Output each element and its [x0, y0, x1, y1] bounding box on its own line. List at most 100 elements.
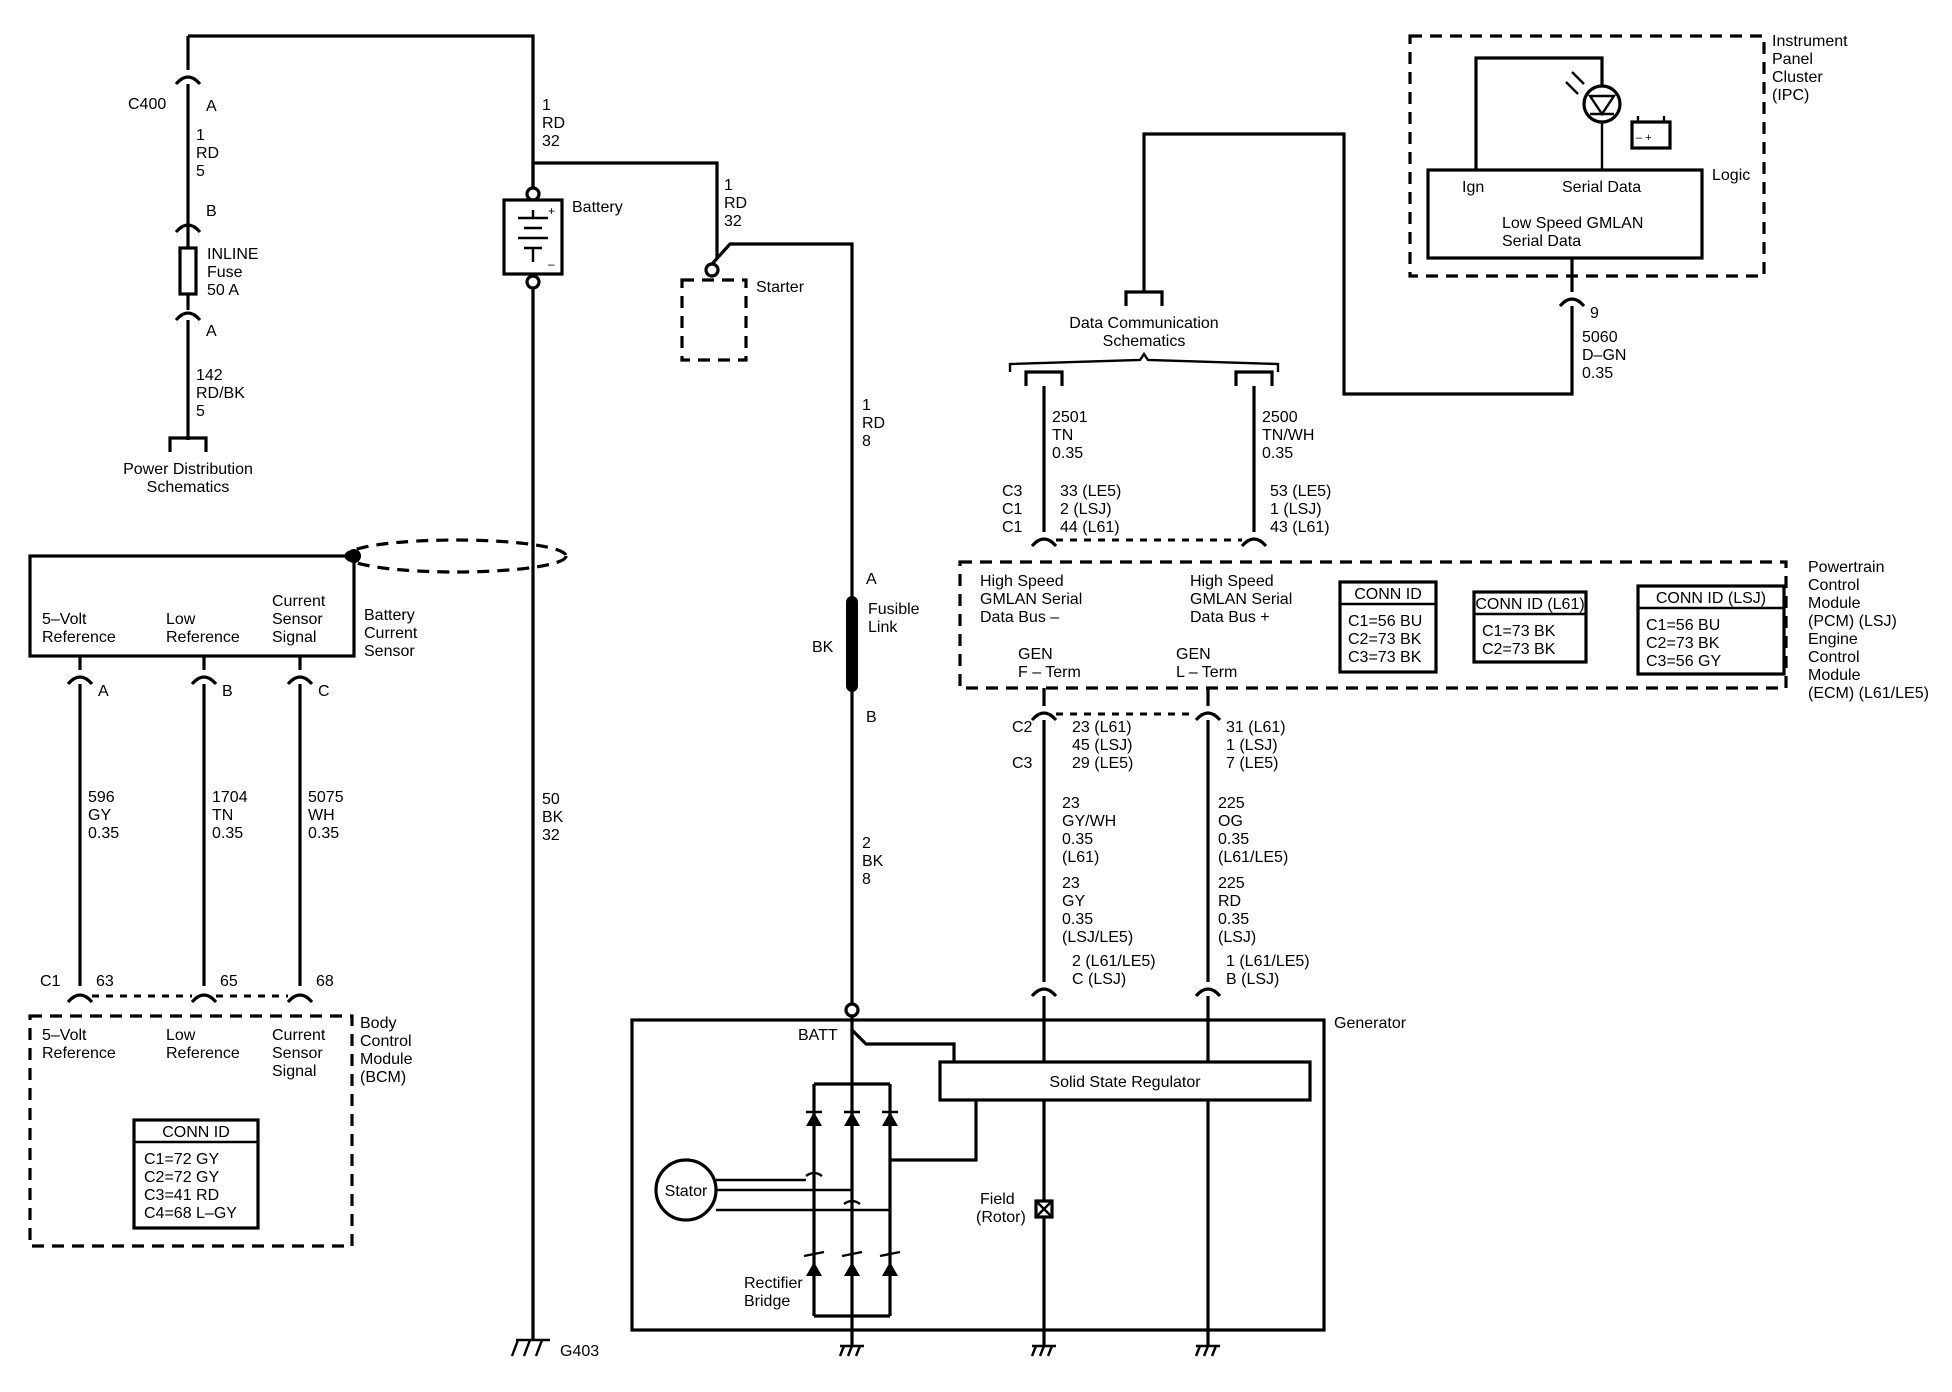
body-control-module: Body Control Module (BCM) 5–Volt Referen… — [28, 1014, 413, 1248]
bus-minus-label: GMLAN Serial — [980, 591, 1082, 608]
pin-label: 29 (LE5) — [1072, 755, 1133, 772]
wire-label: 2 — [862, 835, 871, 852]
fuse-label: INLINE — [207, 246, 259, 263]
bcm-pin-label: 63 — [96, 973, 114, 990]
sensor-pin-label: 5–Volt — [42, 611, 87, 628]
connector-label: C3 — [1002, 483, 1023, 500]
wire-label: RD — [196, 145, 219, 162]
sensor-pin-label: Reference — [42, 629, 116, 646]
wire-label: 0.35 — [1218, 831, 1249, 848]
wire-label: 23 — [1062, 875, 1080, 892]
wire-label: RD — [1218, 893, 1241, 910]
wire-label: TN/WH — [1262, 427, 1314, 444]
wire-label: 1 — [542, 97, 551, 114]
pcm-title: Engine — [1808, 631, 1858, 648]
bcm-pin-label: 65 — [220, 973, 238, 990]
wire-label: 23 — [1062, 795, 1080, 812]
wire-label: (L61) — [1062, 849, 1099, 866]
starter-icon — [680, 278, 748, 362]
pcm-title: (ECM) (L61/LE5) — [1808, 685, 1929, 702]
solid-state-regulator — [938, 1060, 1312, 1102]
bcm-label: Reference — [166, 1045, 240, 1062]
bcm-conn-id-table: CONN ID C1=72 GY C2=72 GY C3=41 RD C4=68… — [132, 1118, 260, 1230]
connector-label: C1 — [1002, 501, 1023, 518]
starter-label: Starter — [756, 279, 805, 296]
sensor-title: Sensor — [364, 643, 415, 660]
ipc-serial-label: Serial Data — [1562, 179, 1641, 196]
fusible-link-label: Link — [868, 619, 898, 636]
fusible-link-color: BK — [812, 639, 834, 656]
rectifier-label: Rectifier — [744, 1275, 803, 1292]
wire-label: 32 — [542, 133, 560, 150]
starter-circuit: 1 RD 32 Starter 1 RD 8 A Fusible Link BK… — [680, 177, 920, 1004]
ipc-title: Cluster — [1772, 69, 1823, 86]
wire-label: 0.35 — [1062, 831, 1093, 848]
pcm-title: Powertrain — [1808, 559, 1884, 576]
ipc-module-text: Serial Data — [1502, 233, 1581, 250]
gen-f-label: F – Term — [1018, 664, 1081, 681]
wire-label: 0.35 — [1218, 911, 1249, 928]
svg-text:C2=72 GY: C2=72 GY — [144, 1169, 219, 1186]
fuse-label: 50 A — [207, 282, 239, 299]
gen-l-label: L – Term — [1176, 664, 1237, 681]
bcm-connector-label: C1 — [40, 973, 61, 990]
wire-label: (LSJ/LE5) — [1062, 929, 1133, 946]
wire-label: TN — [212, 807, 233, 824]
schematic-reference: Power Distribution — [123, 461, 253, 478]
wire-label: 5075 — [308, 789, 344, 806]
bus-minus-label: High Speed — [980, 573, 1064, 590]
bcm-title: (BCM) — [360, 1069, 406, 1086]
indicator-lamp-icon — [1582, 84, 1622, 124]
power-feed-circuit: C400 A 1 RD 5 B INLINE Fuse 50 A A 142 R… — [123, 34, 535, 496]
pin-label: 7 (LE5) — [1226, 755, 1278, 772]
pin-label: A — [98, 683, 109, 700]
ipc-module-text: Low Speed GMLAN — [1502, 215, 1643, 232]
pcm-title: Control — [1808, 577, 1860, 594]
wire-label: 0.35 — [88, 825, 119, 842]
battery-current-sensor: Battery Current Sensor 5–Volt Reference … — [28, 538, 568, 1004]
wire-label: 142 — [196, 367, 223, 384]
svg-text:C2=73 BK: C2=73 BK — [1646, 635, 1720, 652]
svg-text:CONN ID (L61): CONN ID (L61) — [1475, 596, 1584, 613]
svg-text:C4=68 L–GY: C4=68 L–GY — [144, 1205, 237, 1222]
bcm-label: Sensor — [272, 1045, 323, 1062]
pin-label: B (LSJ) — [1226, 971, 1279, 988]
wire-label: BK — [542, 809, 564, 826]
rectifier-bridge-icon — [803, 1082, 978, 1346]
sensor-pin-label: Low — [166, 611, 196, 628]
gen-l-label: GEN — [1176, 646, 1211, 663]
wire-label: TN — [1052, 427, 1073, 444]
svg-text:CONN ID: CONN ID — [162, 1124, 230, 1141]
fuse-label: Fuse — [207, 264, 243, 281]
wire-label: 225 — [1218, 795, 1245, 812]
pcm-title: Module — [1808, 667, 1861, 684]
svg-text:– +: – + — [1636, 132, 1652, 144]
wire-label: 1 — [862, 397, 871, 414]
pcm-title: Control — [1808, 649, 1860, 666]
wire-label: 2501 — [1052, 409, 1088, 426]
rectifier-label: Bridge — [744, 1293, 790, 1310]
wire-label: 32 — [724, 213, 742, 230]
fusible-link-pin: A — [866, 571, 877, 588]
data-comm-label: Data Communication — [1069, 315, 1218, 332]
svg-text:+: + — [548, 204, 555, 218]
ground-icon — [838, 1344, 864, 1357]
pin-label: B — [222, 683, 233, 700]
schematic-reference: Schematics — [147, 479, 230, 496]
wire-label: 8 — [862, 871, 871, 888]
pin-a-label: A — [206, 323, 217, 340]
data-communication-circuit: Data Communication Schematics 2501 TN 0.… — [1002, 290, 1331, 548]
pin-label: 1 (LSJ) — [1226, 737, 1278, 754]
ground-label: G403 — [560, 1343, 599, 1360]
ground-icon — [1194, 1344, 1220, 1357]
wire-label: 0.35 — [1262, 445, 1293, 462]
wire-label: 225 — [1218, 875, 1245, 892]
battery-circuit: + – Battery 1 RD 32 50 BK 32 G403 — [502, 97, 719, 1360]
wire-label: D–GN — [1582, 347, 1626, 364]
wire-label: (L61/LE5) — [1218, 849, 1288, 866]
bcm-label: 5–Volt — [42, 1027, 87, 1044]
lsj-conn-id-table: CONN ID (LSJ) C1=56 BU C2=73 BK C3=56 GY — [1636, 584, 1786, 676]
svg-text:CONN ID: CONN ID — [1354, 586, 1422, 603]
sensor-title: Current — [364, 625, 418, 642]
fusible-link-icon — [846, 596, 858, 692]
